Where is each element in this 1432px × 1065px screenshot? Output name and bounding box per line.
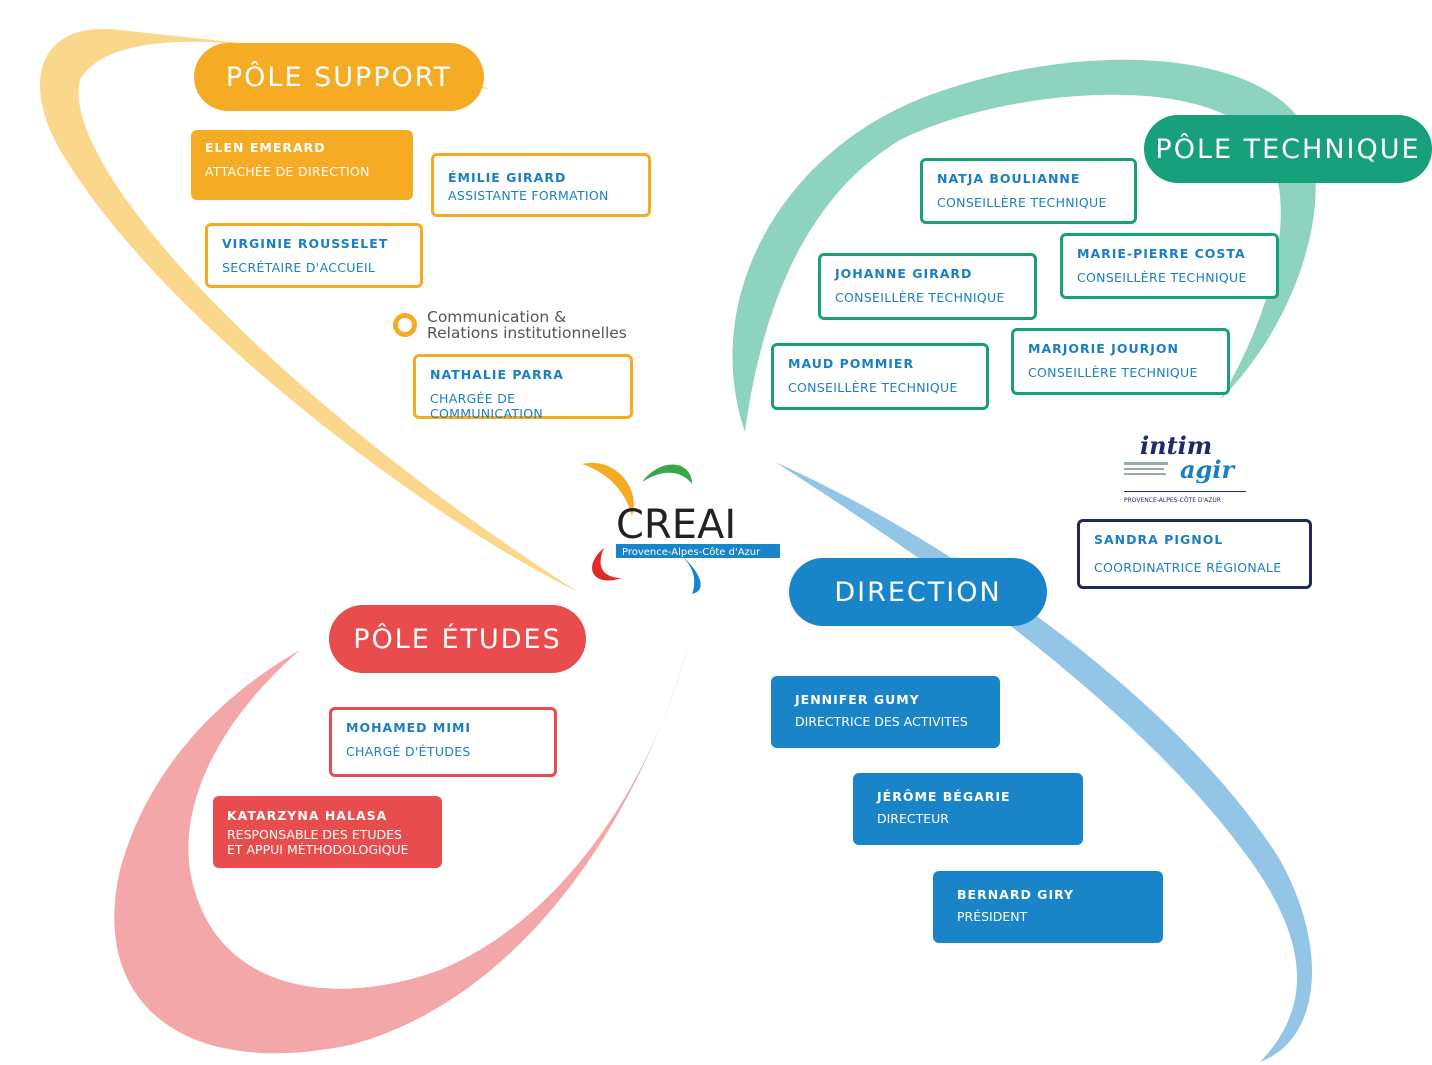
technique-petal xyxy=(732,59,1316,433)
logo-region: PROVENCE-ALPES-CÔTE D'AZUR xyxy=(1124,497,1221,504)
logo-blue-swoosh xyxy=(682,556,701,594)
staff-name: VIRGINIE ROUSSELET xyxy=(222,236,389,251)
staff-name: MARIE-PIERRE COSTA xyxy=(1077,246,1246,261)
logo-subtitle: Provence-Alpes-Côte d'Azur xyxy=(622,546,761,558)
staff-card-katarzyna-halasa: KATARZYNA HALASA RESPONSABLE DES ETUDES … xyxy=(213,796,442,868)
staff-role: CONSEILLÈRE TECHNIQUE xyxy=(1077,269,1247,285)
staff-role: ATTACHÉE DE DIRECTION xyxy=(205,163,370,179)
logo-word-2: agir xyxy=(1180,455,1236,484)
logo-subtitle-bar xyxy=(616,544,780,558)
staff-card-sandra-pignol: SANDRA PIGNOL COORDINATRICE RÉGIONALE xyxy=(1077,519,1312,589)
staff-role: SECRÉTAIRE D'ACCUEIL xyxy=(222,259,376,275)
staff-name: BERNARD GIRY xyxy=(957,887,1075,902)
staff-name: MAUD POMMIER xyxy=(788,356,915,371)
staff-role: CONSEILLÈRE TECHNIQUE xyxy=(937,194,1107,210)
logo-word-1: intim xyxy=(1140,431,1212,460)
staff-card-elen-emerard: ELEN EMERARD ATTACHÉE DE DIRECTION xyxy=(191,130,413,200)
communication-line2: Relations institutionnelles xyxy=(427,324,627,342)
logo-green-swoosh xyxy=(642,464,692,484)
staff-name: ÉMILIE GIRARD xyxy=(448,170,567,185)
staff-card-marie-pierre-costa: MARIE-PIERRE COSTA CONSEILLÈRE TECHNIQUE xyxy=(1060,233,1279,299)
staff-role: DIRECTEUR xyxy=(877,810,949,826)
staff-role: PRÉSIDENT xyxy=(957,908,1028,924)
staff-card-maud-pommier: MAUD POMMIER CONSEILLÈRE TECHNIQUE xyxy=(771,343,989,410)
staff-name: KATARZYNA HALASA xyxy=(227,808,388,823)
staff-role: CONSEILLÈRE TECHNIQUE xyxy=(788,379,958,395)
communication-line1: Communication & xyxy=(427,308,567,326)
pole-technique-header: PÔLE TECHNIQUE xyxy=(1144,115,1432,183)
staff-name: NATJA BOULIANNE xyxy=(937,171,1081,186)
staff-card-natja-boulianne: NATJA BOULIANNE CONSEILLÈRE TECHNIQUE xyxy=(920,158,1137,224)
staff-role: CONSEILLÈRE TECHNIQUE xyxy=(1028,364,1198,380)
staff-name: ELEN EMERARD xyxy=(205,140,326,155)
staff-name: JÉRÔME BÉGARIE xyxy=(877,789,1011,804)
communication-section-label: Communication & Relations institutionnel… xyxy=(393,309,627,341)
staff-role: ASSISTANTE FORMATION xyxy=(448,187,609,203)
staff-role: CHARGÉ D'ÉTUDES xyxy=(346,743,471,759)
staff-name: NATHALIE PARRA xyxy=(430,367,564,382)
pole-support-header: PÔLE SUPPORT xyxy=(194,43,484,111)
creai-logo: CREAI Provence-Alpes-Côte d'Azur xyxy=(582,462,780,594)
staff-card-jerome-begarie: JÉRÔME BÉGARIE DIRECTEUR xyxy=(853,773,1083,845)
staff-role-line1: RESPONSABLE DES ETUDES xyxy=(227,826,402,842)
staff-name: MOHAMED MIMI xyxy=(346,720,472,735)
logo-orange-swoosh xyxy=(582,462,634,516)
logo-line xyxy=(1124,473,1166,475)
staff-card-mohamed-mimi: MOHAMED MIMI CHARGÉ D'ÉTUDES xyxy=(329,707,557,777)
pole-direction-header: DIRECTION xyxy=(789,558,1047,626)
staff-card-marjorie-jourjon: MARJORIE JOURJON CONSEILLÈRE TECHNIQUE xyxy=(1011,328,1230,395)
logo-line xyxy=(1124,462,1168,465)
etudes-petal xyxy=(114,640,690,1054)
staff-card-bernard-giry: BERNARD GIRY PRÉSIDENT xyxy=(933,871,1163,943)
intimagir-logo: intim agir PROVENCE-ALPES-CÔTE D'AZUR xyxy=(1124,431,1246,504)
staff-role-line2: ET APPUI MÉTHODOLOGIQUE xyxy=(227,842,409,858)
circle-bullet-icon xyxy=(393,313,417,337)
staff-role: CONSEILLÈRE TECHNIQUE xyxy=(835,289,1005,305)
staff-name: JOHANNE GIRARD xyxy=(835,266,973,281)
logo-line xyxy=(1124,468,1164,470)
staff-role: DIRECTRICE DES ACTIVITES xyxy=(795,713,968,729)
staff-name: JENNIFER GUMY xyxy=(795,692,920,707)
staff-card-nathalie-parra: NATHALIE PARRA CHARGÉE DE COMMUNICATION xyxy=(413,354,633,422)
staff-name: SANDRA PIGNOL xyxy=(1094,532,1224,547)
staff-card-emilie-girard: ÉMILIE GIRARD ASSISTANTE FORMATION xyxy=(431,153,651,217)
staff-card-johanne-girard: JOHANNE GIRARD CONSEILLÈRE TECHNIQUE xyxy=(818,253,1037,320)
staff-name: MARJORIE JOURJON xyxy=(1028,341,1179,356)
staff-role: COORDINATRICE RÉGIONALE xyxy=(1094,559,1282,575)
staff-card-jennifer-gumy: JENNIFER GUMY DIRECTRICE DES ACTIVITES xyxy=(771,676,1000,748)
staff-card-virginie-rousselet: VIRGINIE ROUSSELET SECRÉTAIRE D'ACCUEIL xyxy=(205,223,423,288)
staff-role: CHARGÉE DE COMMUNICATION xyxy=(430,390,544,422)
logo-title: CREAI xyxy=(616,502,736,548)
pole-etudes-header: PÔLE ÉTUDES xyxy=(329,605,586,673)
logo-red-swoosh xyxy=(592,548,622,581)
logo-divider xyxy=(1124,491,1246,492)
